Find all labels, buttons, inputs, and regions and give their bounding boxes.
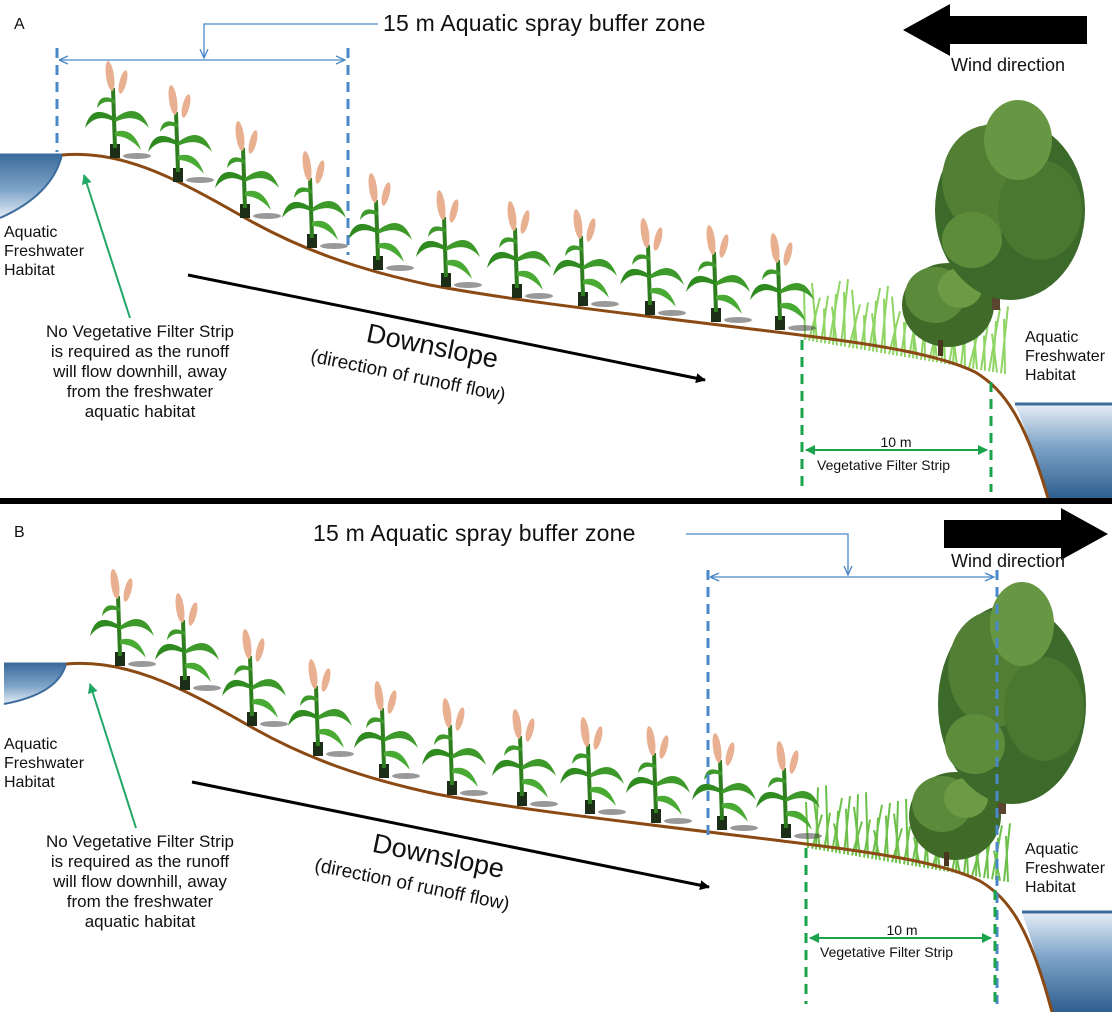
filter-strip-label: Vegetative Filter Strip: [817, 457, 951, 473]
right-water-body: [1015, 402, 1112, 498]
filter-strip-label: Vegetative Filter Strip: [820, 944, 954, 960]
panel-a: A 15 m Aquatic spray buffer zone Wind di…: [0, 0, 1112, 498]
corn-plant-icon: [620, 218, 686, 316]
buffer-zone-markers: [686, 533, 999, 1004]
left-habitat-label: Aquatic Freshwater Habitat: [4, 224, 85, 279]
panel-b: B 15 m Aquatic spray buffer zone Wind di…: [0, 504, 1112, 1012]
deciduous-tree-icon: [938, 582, 1086, 814]
downslope-arrow: [187, 273, 706, 384]
right-habitat-label: Aquatic Freshwater Habitat: [1025, 841, 1106, 896]
buffer-zone-markers: [55, 23, 378, 255]
right-water-body: [1022, 910, 1112, 1012]
corn-plant-icon: [354, 681, 420, 779]
note-pointer-arrow: [87, 683, 137, 829]
corn-plant-icon: [148, 85, 214, 183]
filter-strip-distance: 10 m: [880, 434, 912, 450]
corn-plant-icon: [553, 209, 619, 307]
note-pointer-arrow: [81, 174, 131, 319]
corn-plant-icon: [155, 593, 221, 691]
no-filter-strip-note: No Vegetative Filter Strip is required a…: [45, 322, 235, 422]
buffer-zone-label: 15 m Aquatic spray buffer zone: [383, 10, 706, 36]
corn-plant-icon: [492, 709, 558, 807]
panel-b-scene: [3, 508, 1112, 1012]
corn-plant-icon: [282, 151, 348, 249]
corn-plant-icon: [422, 698, 488, 796]
corn-plant-icon: [215, 121, 281, 219]
panel-letter: A: [14, 16, 25, 33]
panel-divider: [0, 498, 1112, 504]
downslope-arrow: [191, 780, 710, 891]
panel-a-scene: [0, 4, 1112, 498]
corn-plant-icon: [560, 717, 626, 815]
left-habitat-label: Aquatic Freshwater Habitat: [4, 736, 85, 791]
ground-line: [65, 661, 1054, 1012]
filter-strip-markers: [804, 848, 997, 1004]
left-water-body: [0, 153, 63, 219]
right-habitat-label: Aquatic Freshwater Habitat: [1025, 329, 1106, 384]
corn-plant-icon: [222, 629, 288, 727]
corn-plant-icon: [756, 741, 822, 839]
corn-plant-icon: [686, 225, 752, 323]
corn-plant-icon: [90, 569, 156, 667]
no-filter-strip-note: No Vegetative Filter Strip is required a…: [45, 832, 235, 932]
corn-plant-icon: [750, 233, 816, 331]
corn-plant-icon: [288, 659, 354, 757]
corn-plant-icon: [626, 726, 692, 824]
panel-letter: B: [14, 524, 25, 541]
ground-line: [61, 152, 1050, 498]
wind-direction-label: Wind direction: [951, 551, 1066, 571]
corn-plant-icon: [487, 201, 553, 299]
buffer-zone-label: 15 m Aquatic spray buffer zone: [313, 520, 636, 546]
corn-plant-icon: [348, 173, 414, 271]
corn-plant-icon: [692, 733, 758, 831]
left-water-body: [3, 662, 67, 705]
wind-direction-arrow-icon: [903, 4, 1087, 56]
crop-row: [90, 569, 822, 839]
wind-direction-label: Wind direction: [951, 55, 1066, 75]
filter-strip-markers: [800, 340, 993, 492]
crop-row: [85, 61, 816, 331]
filter-strip-distance: 10 m: [886, 922, 918, 938]
corn-plant-icon: [85, 61, 151, 159]
wind-direction-arrow-icon: [944, 508, 1108, 560]
corn-plant-icon: [416, 190, 482, 288]
deciduous-tree-icon: [935, 100, 1085, 310]
